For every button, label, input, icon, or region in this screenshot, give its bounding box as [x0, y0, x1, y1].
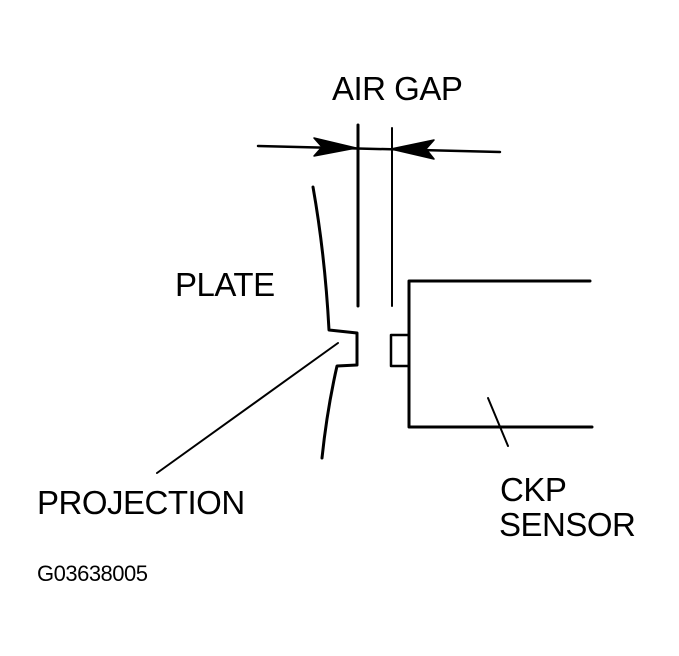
sensor-leader-line	[487, 397, 509, 447]
plate-outline	[311, 185, 359, 460]
projection-label: PROJECTION	[37, 484, 245, 521]
figure-code: G03638005	[37, 561, 148, 586]
projection-leader-line	[156, 342, 339, 474]
ckp-sensor-tip	[389, 333, 411, 368]
sensor-label: SENSOR	[499, 506, 636, 543]
dimension-arrow-left	[313, 137, 357, 157]
dimension-line	[256, 144, 502, 154]
plate-label: PLATE	[175, 266, 275, 303]
ckp-sensor-body	[407, 279, 594, 429]
air-gap-label: AIR GAP	[332, 70, 463, 107]
dimension-arrow-right	[390, 139, 435, 160]
ckp-label: CKP	[500, 471, 567, 508]
